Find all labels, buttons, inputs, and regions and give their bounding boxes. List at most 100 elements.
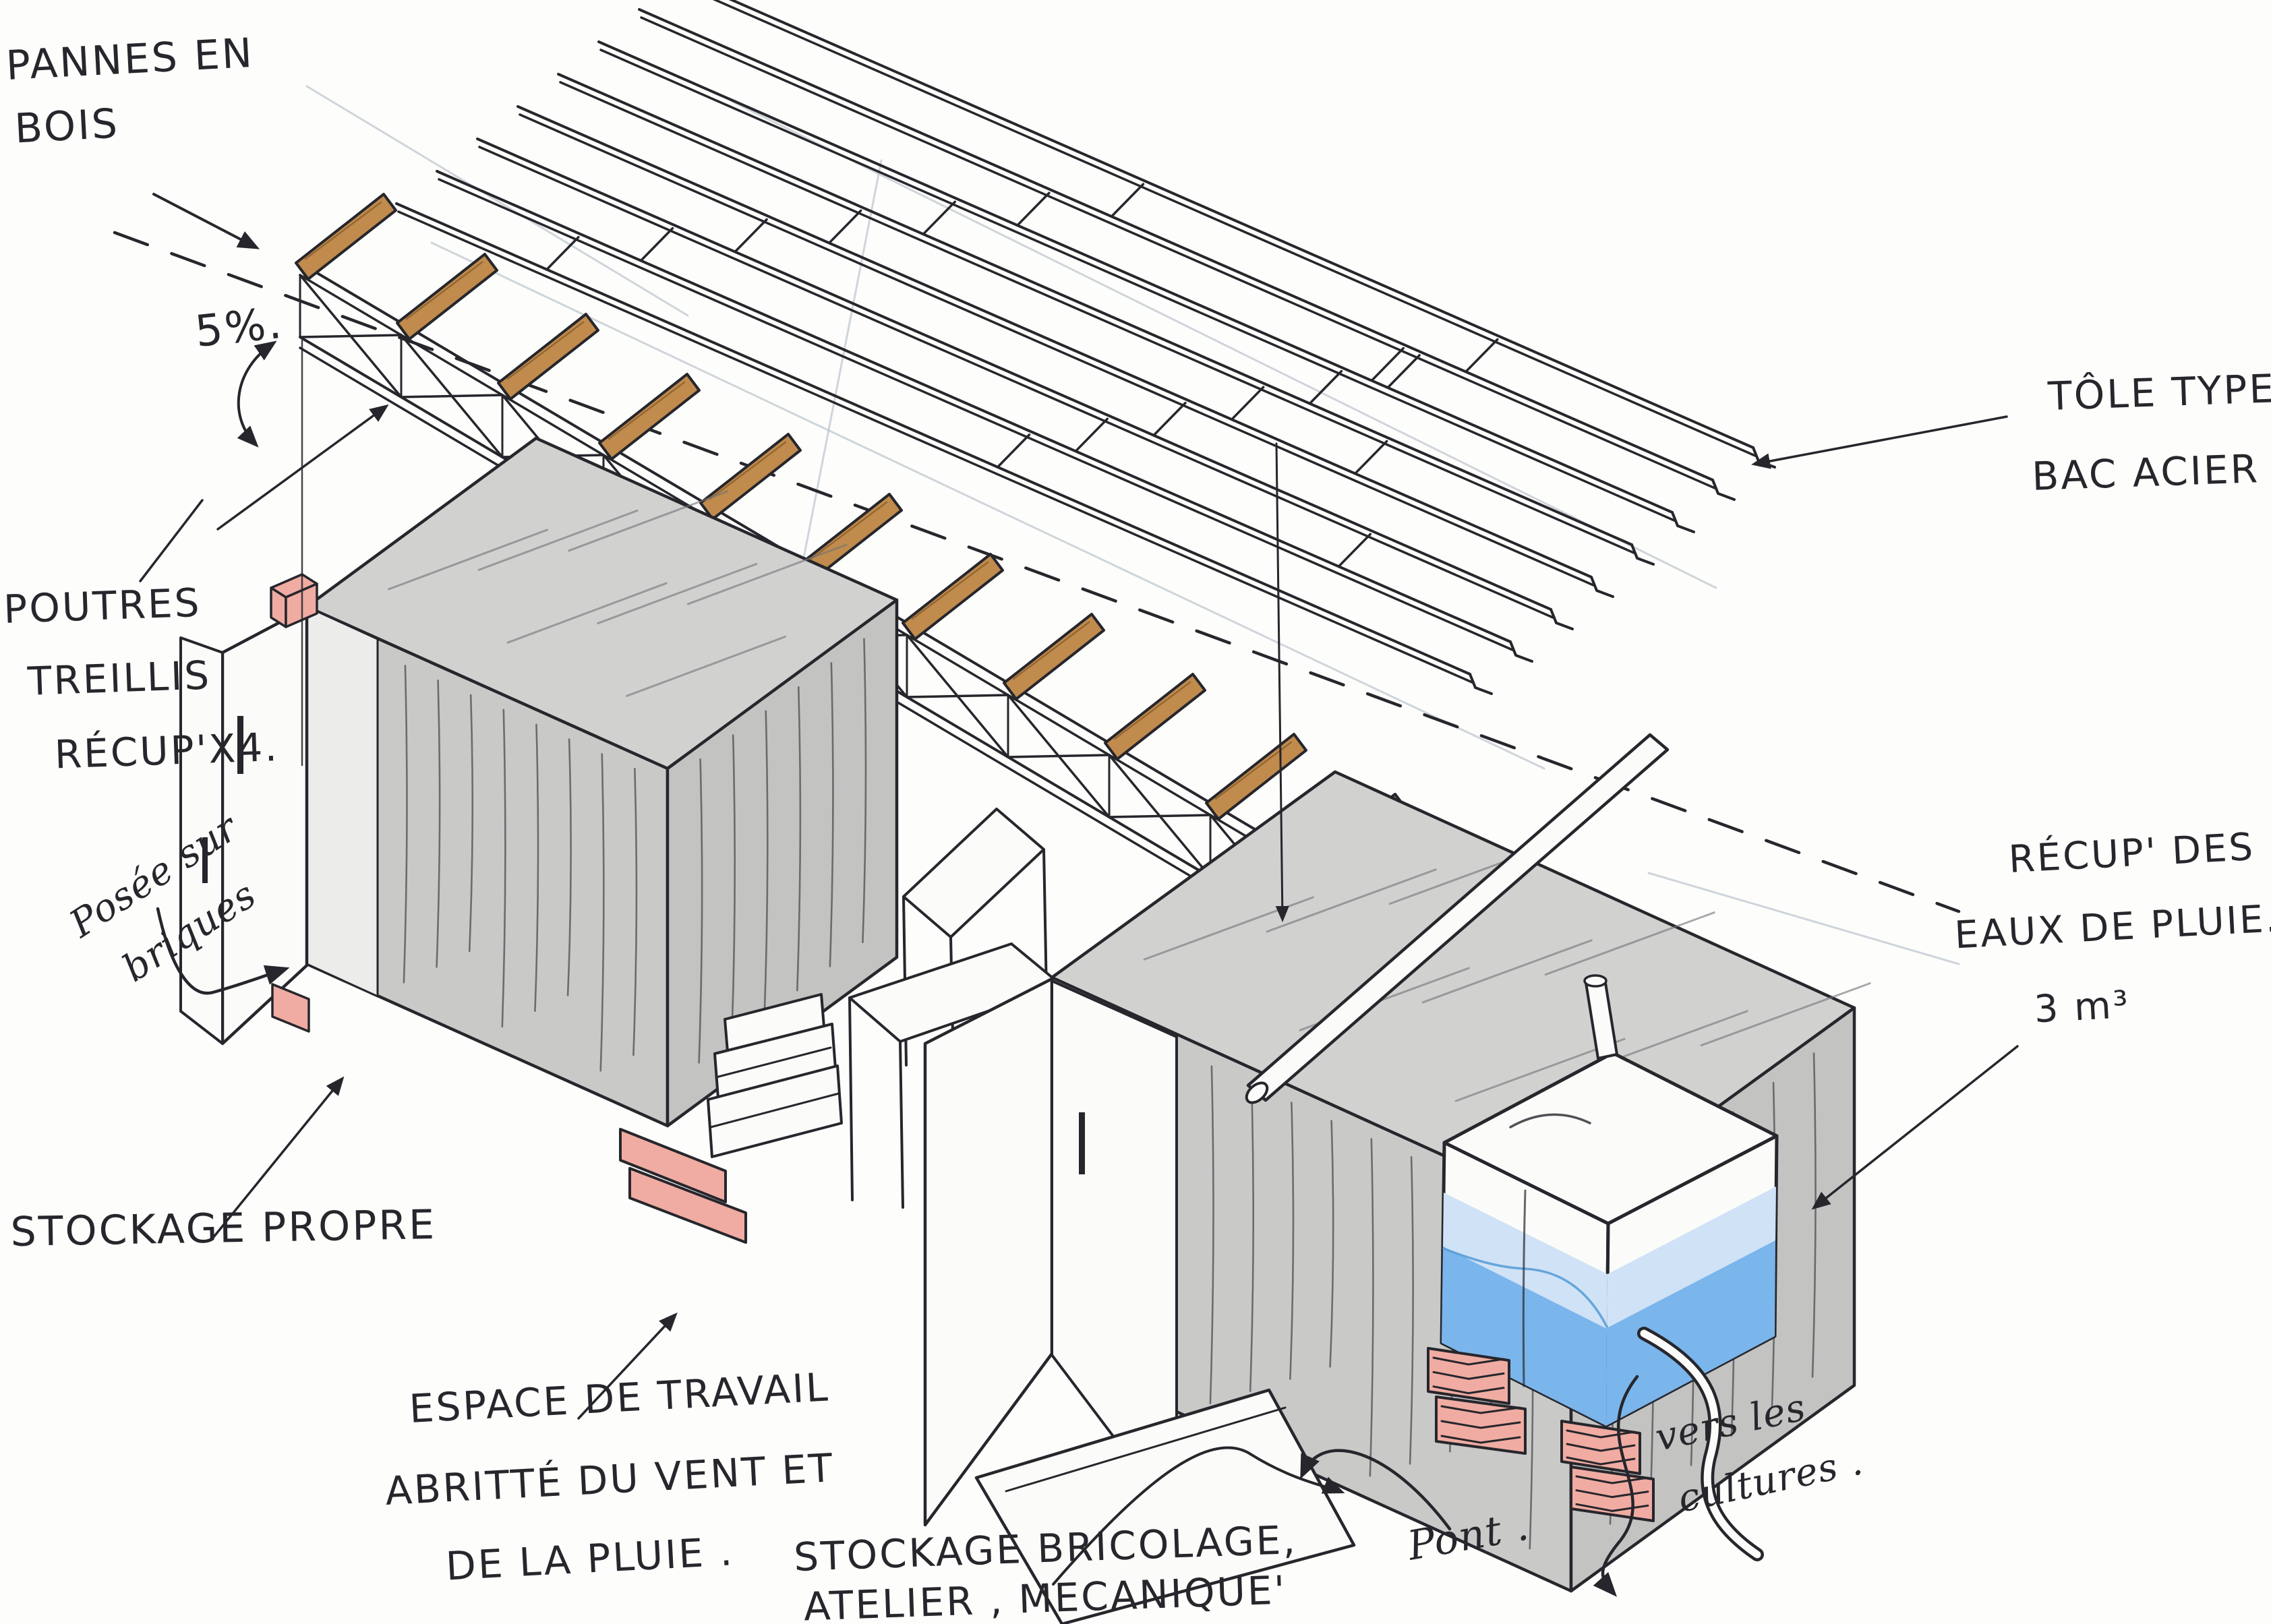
label-poutres-treillis-line: POUTRES [3, 580, 202, 632]
wood-grain-line [506, 321, 585, 380]
wood-grain-line [709, 441, 787, 500]
roof-rib-end-hook [1509, 640, 1533, 663]
table-leg [848, 996, 854, 1201]
slope-arc-arrow [237, 340, 277, 448]
roof-texture-stroke [686, 543, 848, 605]
roof-panel-seam [996, 433, 1031, 469]
wood-grain-line [1012, 621, 1090, 680]
roof-texture-stroke [1421, 939, 1593, 1004]
door-handle-mark [1079, 1112, 1085, 1174]
roof-panel-seam [1308, 369, 1343, 405]
roof-rib [438, 178, 1514, 651]
wood-purlin [1003, 613, 1105, 700]
label-tole-bac-acier: TÔLE TYPEBAC ACIER . [2028, 365, 2271, 500]
pencil-line [1647, 872, 1960, 965]
roof-panel-seam [1152, 401, 1187, 437]
roof-texture-stroke [597, 563, 758, 625]
wood-grain-line [810, 501, 888, 560]
label-espace-de-travail: ESPACE DE TRAVAILABRITTÉ DU VENT ETDE LA… [380, 1364, 839, 1592]
corrugation-line [534, 723, 539, 1013]
roof-rib [728, 0, 1754, 449]
outlet-hose [1640, 1329, 1761, 1559]
table-leg [899, 1040, 904, 1209]
dashed-reference-line [113, 231, 1961, 913]
corrugation-line [829, 662, 834, 967]
brick-hatch [1467, 1358, 1505, 1366]
wood-grain-line [1214, 741, 1293, 800]
wood-grain-line [304, 201, 382, 260]
arrow-to-truss [216, 404, 389, 531]
wood-purlin [902, 553, 1004, 640]
tank-inlet-mouth [1583, 974, 1608, 988]
tank-sketch-line [1509, 1113, 1591, 1129]
brick-hatch [1467, 1372, 1505, 1380]
ramp-edge-line [1005, 1406, 1287, 1493]
roof-rib [599, 49, 1676, 522]
roof-panel-seam [1337, 533, 1372, 568]
roof-rib [517, 105, 1593, 578]
table-leg [1042, 848, 1048, 995]
brick-hatch [1440, 1420, 1482, 1429]
roof-rib [559, 81, 1635, 554]
roof-rib-end-hook [1590, 576, 1614, 598]
brick-hatch [1440, 1405, 1482, 1414]
wood-grain-line [1113, 681, 1191, 740]
left-container-interior [305, 605, 379, 998]
left-container-door-leaf [220, 606, 309, 1046]
roof-texture-stroke [626, 635, 787, 697]
brick-hatch [1575, 1503, 1614, 1512]
crate-line [709, 1092, 840, 1129]
wood-grain-line [911, 561, 989, 620]
brick-hatch [1611, 1491, 1649, 1499]
rain-flow-arrow [1275, 442, 1289, 922]
brick-hatch [1566, 1443, 1602, 1452]
arrow-tole [1751, 415, 2008, 469]
brick-stack [628, 1167, 747, 1244]
roof-rib-end-hook [1630, 543, 1655, 566]
roof-rib [397, 210, 1473, 684]
roof-rib [519, 113, 1595, 587]
water-level-light [1607, 1186, 1776, 1328]
roof-rib [395, 202, 1471, 675]
arrow-posee-briques [156, 907, 290, 995]
pencil-line [798, 159, 883, 580]
roof-rib-end-hook [1671, 511, 1695, 533]
corrugation-line [1811, 1052, 1817, 1378]
brick-under-door [271, 983, 310, 1033]
brick-hatch [1611, 1504, 1649, 1512]
roof-panel-seam [1110, 183, 1145, 218]
arrow-poutres [139, 499, 204, 582]
roof-panel-seam [1386, 354, 1421, 389]
label-poutres-treillis-line: TREILLIS [26, 652, 212, 704]
roof-rib-end-hook [1550, 608, 1574, 630]
wood-purlin [1104, 673, 1206, 760]
door-handle-mark [237, 716, 243, 774]
roof-panel-seam [1465, 338, 1499, 373]
arrow-pont [1300, 1449, 1452, 1531]
wood-purlin [598, 373, 701, 460]
corrugation-line [862, 638, 867, 944]
roof-rib [597, 40, 1674, 514]
brick-hatch [1432, 1371, 1470, 1380]
corrugation-line [1329, 1120, 1334, 1368]
wood-purlin [396, 253, 498, 340]
brick-hatch [1479, 1421, 1521, 1429]
roof-rib [557, 73, 1633, 546]
roof-texture-stroke [568, 490, 729, 552]
brick-hatch [1599, 1457, 1636, 1466]
corrugation-line [403, 665, 408, 984]
arrow-recup [1811, 1045, 2019, 1210]
label-recup-eaux-de-pluie-line: 3 m³ [2033, 983, 2131, 1031]
truss-diagonal [1007, 754, 1111, 758]
corrugation-line [501, 709, 506, 1028]
truss-diagonal [400, 394, 504, 398]
brick-hatch [1566, 1429, 1602, 1439]
brick-hatch [1575, 1489, 1614, 1499]
water-level-deep [1606, 1240, 1775, 1426]
corrugation-line [632, 767, 638, 1056]
roof-texture-stroke [388, 529, 548, 591]
roof-rib [638, 8, 1714, 481]
wood-purlin [699, 433, 802, 520]
label-tole-bac-acier-line: BAC ACIER . [2031, 445, 2271, 500]
brick-hatch [1575, 1475, 1614, 1484]
